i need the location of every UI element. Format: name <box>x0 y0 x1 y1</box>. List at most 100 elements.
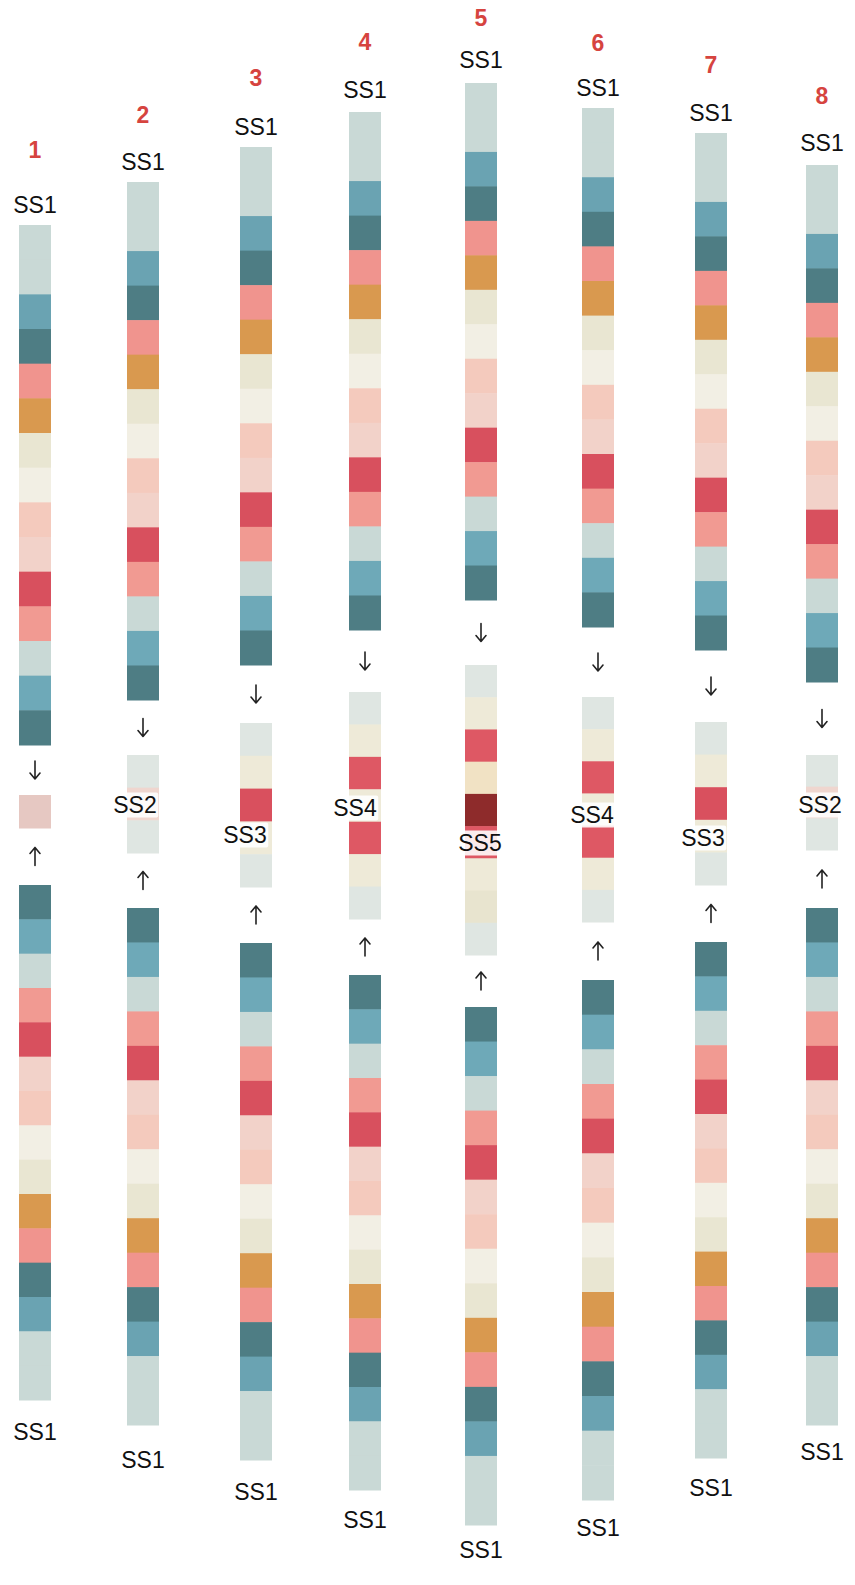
fabric-square <box>19 988 51 1023</box>
fabric-square <box>695 1424 727 1459</box>
fabric-square <box>240 943 272 978</box>
fabric-square <box>349 457 381 492</box>
fabric-square <box>240 756 272 789</box>
join-arrow <box>706 905 716 923</box>
fabric-square <box>19 502 51 537</box>
fabric-square <box>19 294 51 329</box>
fabric-square <box>465 428 497 463</box>
fabric-square <box>582 858 614 891</box>
fabric-square <box>695 1011 727 1046</box>
fabric-square <box>582 316 614 351</box>
fabric-square <box>806 942 838 977</box>
fabric-square <box>19 885 51 920</box>
fabric-square <box>127 1011 159 1046</box>
fabric-square <box>19 710 51 745</box>
fabric-square <box>695 581 727 616</box>
fabric-square <box>19 1297 51 1332</box>
fabric-square <box>349 1284 381 1319</box>
fabric-square <box>806 1253 838 1288</box>
fabric-square <box>582 890 614 923</box>
fabric-square <box>465 1145 497 1180</box>
fabric-square <box>127 977 159 1012</box>
join-arrow <box>138 872 148 890</box>
fabric-square <box>127 596 159 631</box>
fabric-square <box>349 1044 381 1079</box>
fabric-square <box>582 177 614 212</box>
fabric-square <box>240 1081 272 1116</box>
fabric-square <box>695 1355 727 1390</box>
strip-column <box>465 83 497 1526</box>
fabric-square <box>695 616 727 651</box>
join-arrow <box>593 653 603 671</box>
fabric-square <box>806 1011 838 1046</box>
strip-column <box>240 147 272 1461</box>
fabric-square <box>582 761 614 794</box>
fabric-square <box>806 303 838 338</box>
fabric-square <box>806 1080 838 1115</box>
fabric-square <box>19 919 51 954</box>
fabric-square <box>19 954 51 989</box>
fabric-square <box>582 1361 614 1396</box>
fabric-square <box>806 441 838 476</box>
fabric-square <box>127 527 159 562</box>
fabric-square <box>240 251 272 286</box>
fabric-square <box>19 260 51 295</box>
join-arrow <box>138 719 148 737</box>
fabric-square <box>465 1007 497 1042</box>
fabric-square <box>240 1357 272 1392</box>
fabric-square <box>465 923 497 956</box>
fabric-square <box>465 531 497 566</box>
strip-set-label: SS1 <box>689 1477 732 1500</box>
fabric-square <box>465 1076 497 1111</box>
fabric-square <box>349 561 381 596</box>
fabric-square <box>349 526 381 561</box>
fabric-square <box>349 1250 381 1285</box>
fabric-square <box>349 492 381 527</box>
fabric-square <box>806 908 838 943</box>
fabric-square <box>240 596 272 631</box>
join-arrow <box>593 942 603 960</box>
fabric-square <box>465 1214 497 1249</box>
fabric-square <box>127 1322 159 1357</box>
strip-set-label: SS4 <box>331 796 378 821</box>
fabric-square <box>127 320 159 355</box>
fabric-square <box>127 493 159 528</box>
fabric-square <box>582 1049 614 1084</box>
fabric-square <box>349 250 381 285</box>
fabric-square <box>240 1253 272 1288</box>
fabric-square <box>806 755 838 787</box>
fabric-square <box>806 544 838 579</box>
fabric-square <box>465 858 497 891</box>
fabric-square <box>582 246 614 281</box>
fabric-square <box>582 1327 614 1362</box>
fabric-square <box>349 285 381 320</box>
fabric-square <box>465 891 497 924</box>
fabric-square <box>695 1217 727 1252</box>
fabric-square <box>240 389 272 424</box>
fabric-square <box>695 1286 727 1321</box>
strip-set-label: SS5 <box>456 831 503 856</box>
fabric-square <box>19 1366 51 1401</box>
strip-number: 3 <box>250 67 263 90</box>
fabric-square <box>465 359 497 394</box>
fabric-square <box>240 492 272 527</box>
fabric-square <box>19 364 51 399</box>
fabric-square <box>349 181 381 216</box>
fabric-square <box>695 976 727 1011</box>
fabric-square <box>806 268 838 303</box>
fabric-square <box>240 423 272 458</box>
fabric-square <box>465 117 497 152</box>
fabric-square <box>19 1022 51 1057</box>
fabric-square <box>695 443 727 478</box>
fabric-square <box>127 1046 159 1081</box>
fabric-square <box>695 755 727 788</box>
join-arrow <box>30 761 40 779</box>
fabric-square <box>19 1160 51 1195</box>
fabric-square <box>582 1465 614 1500</box>
fabric-square <box>127 1115 159 1150</box>
fabric-square <box>240 1012 272 1047</box>
fabric-square <box>465 497 497 532</box>
fabric-square <box>349 887 381 920</box>
fabric-square <box>806 1287 838 1322</box>
